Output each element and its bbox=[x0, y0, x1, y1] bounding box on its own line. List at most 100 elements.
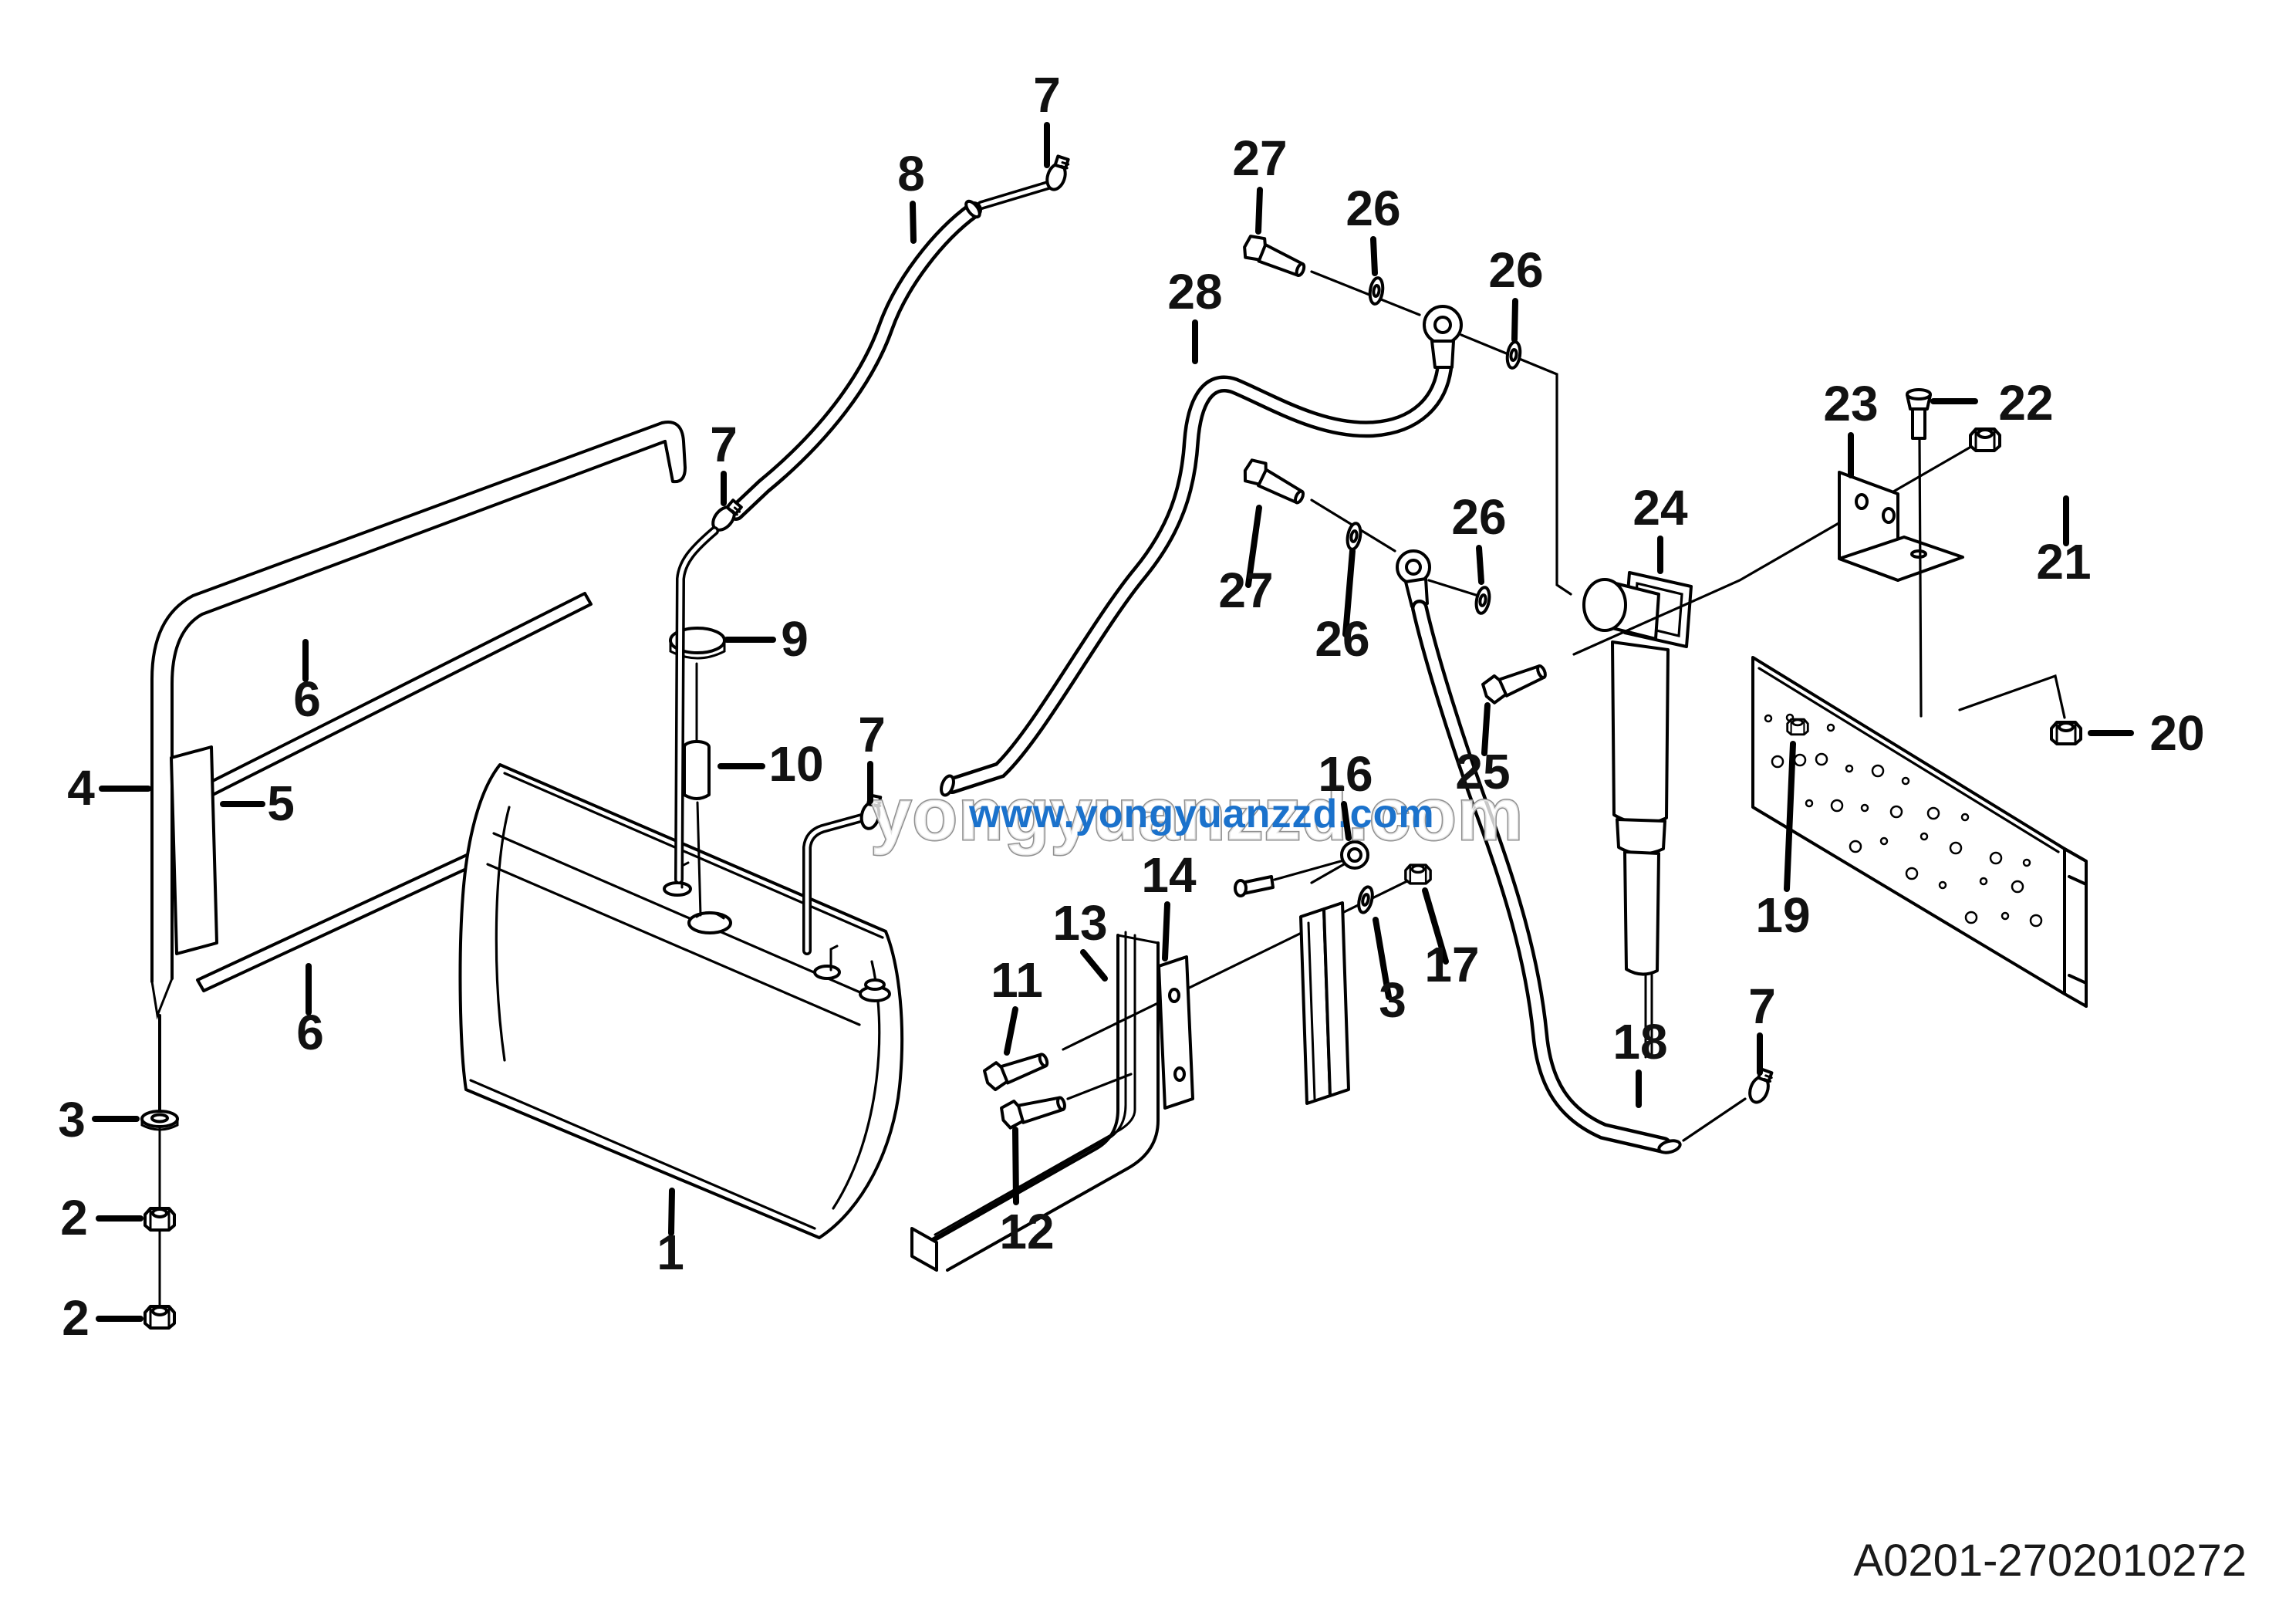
tank-bottom-band bbox=[469, 1079, 816, 1230]
tank-body bbox=[458, 763, 904, 1239]
callout-leader-12 bbox=[1012, 1127, 1019, 1205]
hex-nut-17 bbox=[1404, 863, 1432, 885]
banjo-bolt-axis-top bbox=[1239, 231, 1572, 596]
cap-side bbox=[669, 640, 726, 660]
fuel-hose-28 bbox=[802, 305, 1463, 955]
bracket-arm-end bbox=[910, 1227, 938, 1272]
callout-leader-16 bbox=[1341, 801, 1352, 841]
callout-leader-14 bbox=[1162, 901, 1170, 961]
tank-strap-assembly bbox=[140, 421, 687, 1330]
callout-21: 21 bbox=[2036, 534, 2091, 590]
callout-23: 23 bbox=[1823, 376, 1878, 431]
rod-lower bbox=[696, 801, 702, 917]
bolt-12-axis bbox=[1066, 1073, 1133, 1100]
hex-nut-21 bbox=[1969, 427, 2001, 452]
eye-bolt-16 bbox=[1234, 840, 1369, 897]
callout-17: 17 bbox=[1424, 937, 1479, 992]
channel-weld-nut bbox=[1786, 718, 1809, 736]
inlet-cap bbox=[1582, 578, 1627, 632]
callout-6a: 6 bbox=[293, 671, 321, 727]
filter-ring bbox=[1616, 818, 1666, 856]
tank-top-front-edge bbox=[492, 832, 869, 997]
callout-7d: 7 bbox=[1748, 978, 1776, 1034]
callout-11: 11 bbox=[991, 952, 1043, 1008]
tank-top-back-edge bbox=[503, 772, 884, 939]
callout-28: 28 bbox=[1167, 264, 1222, 319]
callout-27a: 27 bbox=[1232, 130, 1287, 186]
banjo-fitting-28 bbox=[1423, 305, 1463, 369]
callout-leader-27b bbox=[1245, 505, 1262, 588]
bracket-base bbox=[1838, 536, 1964, 582]
callout-leader-13 bbox=[1080, 949, 1108, 982]
axis-line bbox=[1682, 1097, 1747, 1142]
callout-19: 19 bbox=[1755, 887, 1810, 943]
copper-washer-26c bbox=[1473, 584, 1493, 617]
callout-18: 18 bbox=[1612, 1014, 1667, 1070]
callout-25: 25 bbox=[1455, 744, 1510, 799]
callout-leader-1 bbox=[668, 1188, 675, 1236]
tank-front-band bbox=[486, 863, 861, 1026]
axis-line bbox=[1310, 270, 1421, 316]
callout-7a: 7 bbox=[1033, 67, 1061, 123]
axis-line bbox=[1427, 579, 1480, 597]
fuel-filter-24 bbox=[1478, 446, 1971, 1059]
callout-leader-26b bbox=[1511, 298, 1518, 343]
drain-pin bbox=[1644, 972, 1653, 1059]
channel-c-profile bbox=[2063, 847, 2088, 1008]
nut-20-leader-bend bbox=[1958, 674, 2066, 719]
tank-dipstick-boss bbox=[687, 911, 732, 934]
callout-26b: 26 bbox=[1488, 242, 1543, 298]
tank-cap-small bbox=[859, 978, 891, 1002]
callout-7b: 7 bbox=[710, 417, 738, 472]
tank-left-contour bbox=[495, 806, 511, 1062]
bolt-22 bbox=[1906, 388, 1932, 718]
callout-leader-25 bbox=[1481, 702, 1491, 756]
vent-hose-8 bbox=[674, 153, 1072, 884]
strap-inner-edge bbox=[171, 440, 667, 980]
copper-washer-26b bbox=[1504, 340, 1524, 370]
drawing-number: A0201-2702010272 bbox=[1853, 1536, 2247, 1586]
callout-27b: 27 bbox=[1218, 563, 1273, 618]
hex-nut bbox=[144, 1207, 176, 1232]
callout-3L: 3 bbox=[58, 1092, 86, 1147]
hex-nut-20 bbox=[2050, 721, 2082, 745]
callout-10: 10 bbox=[768, 736, 823, 792]
callout-13: 13 bbox=[1052, 895, 1107, 951]
bolt-11 bbox=[980, 1042, 1052, 1093]
callout-2a: 2 bbox=[60, 1190, 88, 1245]
callout-26d: 26 bbox=[1315, 611, 1369, 667]
washer-flat bbox=[140, 1110, 179, 1131]
mount-bracket-23 bbox=[1838, 388, 2082, 745]
hose-end-mouth bbox=[1657, 1139, 1682, 1154]
clamp-plate-14 bbox=[1157, 955, 1194, 1110]
strap-outer-edge bbox=[150, 421, 663, 983]
callout-8: 8 bbox=[897, 146, 925, 201]
callout-5: 5 bbox=[267, 776, 295, 831]
callout-leader-3M bbox=[1373, 917, 1392, 1000]
callout-9: 9 bbox=[781, 611, 809, 667]
mount-bolt-25 bbox=[1478, 654, 1550, 707]
bolt-12 bbox=[997, 1086, 1069, 1131]
callout-14: 14 bbox=[1141, 847, 1197, 903]
banjo-bolt-27b bbox=[1241, 457, 1309, 507]
callout-leader-17 bbox=[1422, 887, 1449, 965]
callout-leader-26a bbox=[1370, 236, 1378, 276]
banjo-bolt-axis-mid bbox=[1241, 457, 1776, 1154]
strap-end-hook bbox=[660, 421, 687, 484]
frame-channel-19 bbox=[1751, 656, 2088, 1008]
callout-1: 1 bbox=[657, 1225, 684, 1280]
tank-pin-spigot-right bbox=[813, 944, 841, 980]
mount-post bbox=[1299, 901, 1350, 1105]
banjo-bolt-27a bbox=[1239, 231, 1311, 282]
callout-16: 16 bbox=[1318, 746, 1373, 802]
fuel-tank bbox=[458, 763, 904, 1239]
hex-nut bbox=[144, 1305, 176, 1330]
strap-pad-upper bbox=[181, 592, 593, 809]
callout-leader-26d bbox=[1342, 548, 1356, 637]
callout-24: 24 bbox=[1633, 480, 1688, 536]
copper-washer-26d bbox=[1344, 520, 1364, 552]
callout-7c: 7 bbox=[858, 707, 886, 762]
